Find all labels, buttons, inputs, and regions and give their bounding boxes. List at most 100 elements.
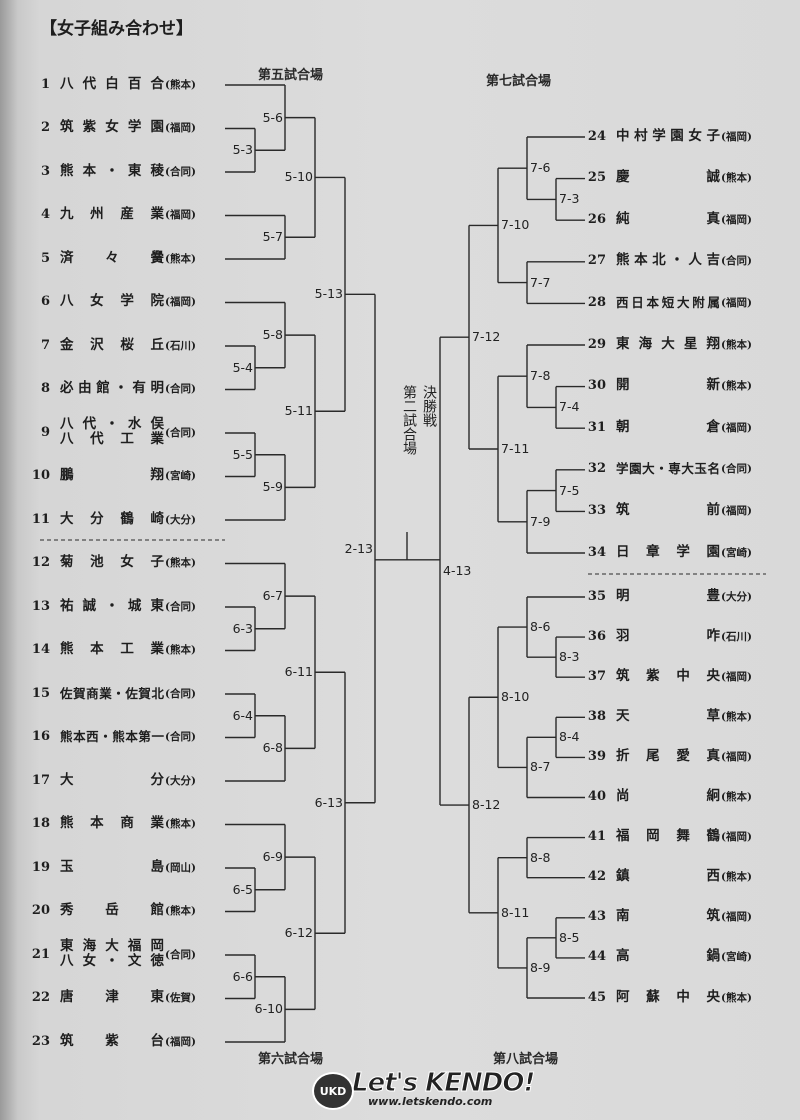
team-number: 9 bbox=[40, 424, 50, 440]
team-number: 31 bbox=[587, 419, 606, 435]
team-number: 8 bbox=[40, 381, 50, 396]
team-name: 菊池女子 bbox=[60, 555, 164, 570]
team-name-line: 福岡舞鶴 bbox=[616, 828, 720, 845]
team-name: 大分鶴崎 bbox=[60, 511, 164, 527]
team-name-line: 明豊 bbox=[616, 587, 720, 604]
team-name-line: 日章学園 bbox=[616, 543, 720, 560]
team-prefecture: (福岡) bbox=[721, 213, 752, 226]
team-number: 37 bbox=[587, 668, 606, 684]
match-number: 5-5 bbox=[232, 446, 253, 462]
team-name-line: 熊本商業 bbox=[60, 815, 164, 831]
team-prefecture: (熊本) bbox=[165, 557, 196, 569]
match-number: 8-8 bbox=[530, 849, 551, 865]
team-name: 高鍋 bbox=[616, 949, 720, 964]
match-number: 7-3 bbox=[559, 191, 580, 207]
match-number: 6-8 bbox=[262, 740, 283, 756]
match-number: 7-4 bbox=[559, 399, 580, 415]
team-name: 熊本・東稜 bbox=[60, 162, 164, 179]
team-number: 39 bbox=[587, 748, 606, 764]
match-number: 5-6 bbox=[262, 109, 283, 125]
team-prefecture: (宮崎) bbox=[721, 546, 752, 559]
match-number: 7-6 bbox=[530, 160, 551, 176]
team-prefecture: (熊本) bbox=[721, 710, 752, 723]
match-number: 6-4 bbox=[232, 707, 253, 723]
team-prefecture: (福岡) bbox=[721, 750, 752, 763]
team-name: 筑紫女学園 bbox=[60, 120, 164, 135]
team-name-line: 金沢桜丘 bbox=[60, 336, 164, 353]
match-number: 5-7 bbox=[262, 229, 283, 245]
team-number: 22 bbox=[31, 990, 50, 1005]
team-prefecture: (岡山) bbox=[165, 861, 196, 874]
team-number: 23 bbox=[31, 1033, 50, 1049]
match-number: 5-3 bbox=[232, 142, 253, 158]
team-name-line: 鎮西 bbox=[616, 868, 720, 885]
team-name: 折尾愛真 bbox=[616, 747, 720, 764]
team-name-line: 九州産業 bbox=[60, 206, 164, 222]
match-number: 8-7 bbox=[530, 759, 551, 775]
team-prefecture: (福岡) bbox=[721, 504, 752, 517]
team-prefecture: (熊本) bbox=[721, 380, 752, 393]
team-prefecture: (宮崎) bbox=[165, 470, 196, 482]
team-name-line: 熊本・東稜 bbox=[60, 162, 164, 179]
team-number: 27 bbox=[587, 253, 606, 269]
team-name: 金沢桜丘 bbox=[60, 336, 164, 353]
team-name: 八代・水俣八代工業 bbox=[60, 417, 164, 447]
team-number: 13 bbox=[31, 598, 50, 614]
team-prefecture: (合同) bbox=[165, 731, 196, 743]
team-name-line: 東海大星翔 bbox=[616, 335, 720, 352]
team-name-line: 必由館・有明 bbox=[60, 380, 164, 396]
team-number: 26 bbox=[587, 211, 606, 227]
team-name: 純真 bbox=[616, 211, 720, 227]
team-number: 36 bbox=[587, 628, 606, 644]
team-prefecture: (福岡) bbox=[165, 209, 196, 221]
team-prefecture: (福岡) bbox=[721, 670, 752, 683]
team-name-line: 筑紫中央 bbox=[616, 667, 720, 684]
match-number: 8-9 bbox=[530, 959, 551, 975]
team-prefecture: (合同) bbox=[721, 463, 752, 476]
team-name-line: 慶誠 bbox=[616, 169, 720, 186]
team-prefecture: (合同) bbox=[165, 600, 196, 613]
match-number: 7-11 bbox=[501, 441, 530, 456]
team-name: 東海大星翔 bbox=[616, 335, 720, 352]
final-title: 決勝戦 bbox=[421, 385, 437, 427]
team-name: 大分 bbox=[60, 771, 164, 788]
team-name-line: 菊池女子 bbox=[60, 554, 164, 570]
team-name-line: 折尾愛真 bbox=[616, 747, 720, 764]
team-prefecture: (佐賀) bbox=[165, 992, 196, 1004]
team-prefecture: (福岡) bbox=[721, 130, 752, 143]
team-prefecture: (熊本) bbox=[165, 644, 196, 656]
match-number: 5-11 bbox=[284, 403, 313, 419]
team-name-line: 大分 bbox=[60, 771, 164, 788]
team-prefecture: (合同) bbox=[165, 426, 196, 439]
match-number: 7-12 bbox=[472, 329, 501, 345]
team-name-line: 学園大・専大玉名 bbox=[616, 461, 720, 477]
team-number: 6 bbox=[40, 294, 50, 309]
team-prefecture: (福岡) bbox=[721, 421, 752, 434]
team-entry: 9 八代・水俣八代工業(合同) bbox=[22, 417, 196, 447]
team-name-line: 筑紫台 bbox=[60, 1032, 164, 1049]
match-number: 8-5 bbox=[559, 929, 580, 945]
match-number: 8-11 bbox=[501, 904, 530, 920]
team-name-line: 済々黌 bbox=[60, 249, 164, 266]
